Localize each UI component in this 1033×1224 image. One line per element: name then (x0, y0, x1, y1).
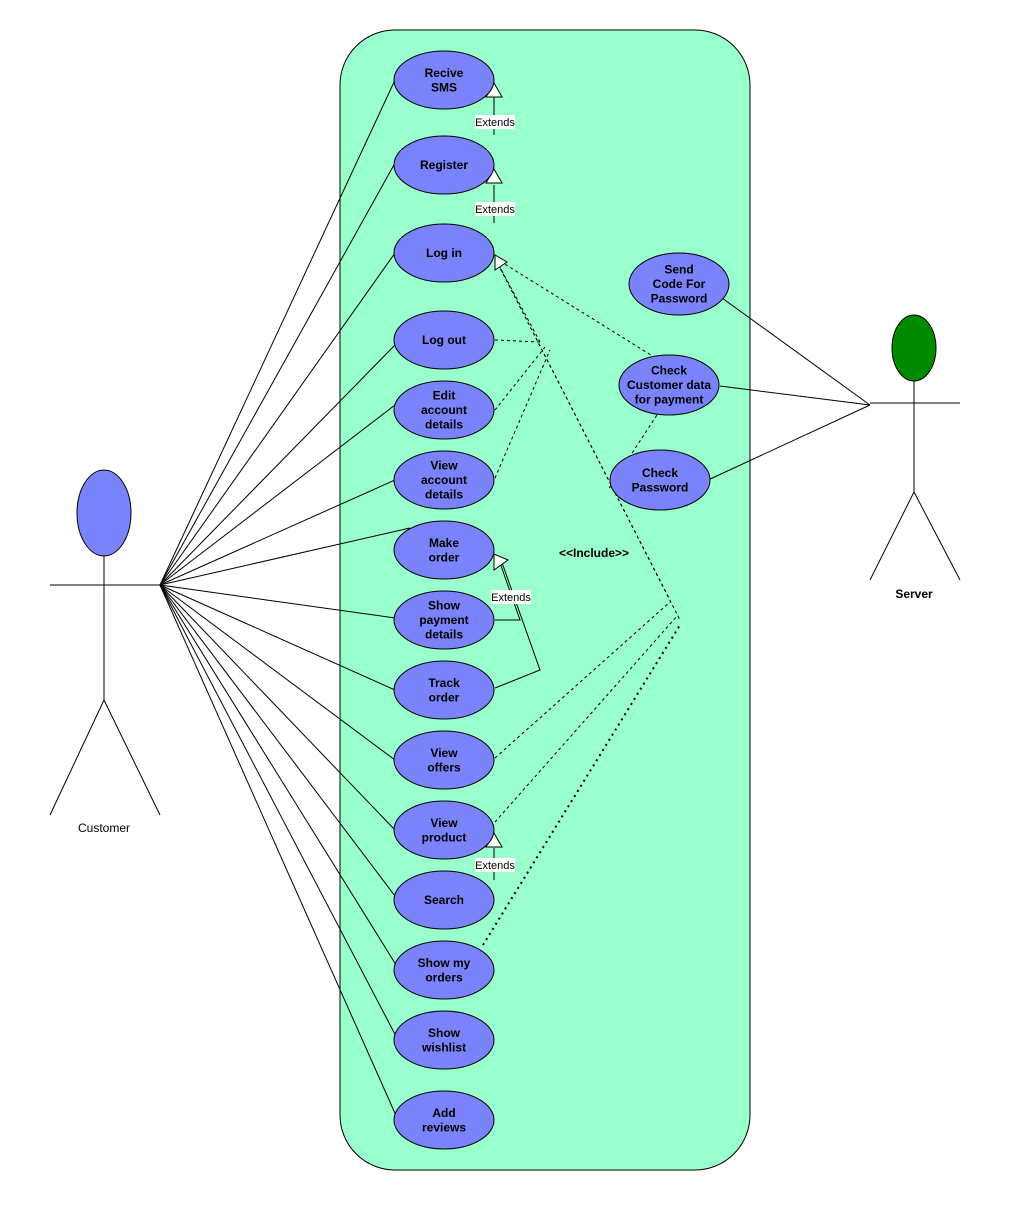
use-case-register[interactable]: Register (393, 135, 495, 195)
server-associations (707, 297, 871, 481)
use-case-label: Show (428, 599, 461, 613)
use-case-label: Send (664, 263, 693, 277)
use-case-ellipse (628, 252, 730, 316)
extends-label: Extends (475, 117, 515, 129)
use-case-label: product (422, 830, 467, 844)
use-case-log-in[interactable]: Log in (393, 223, 495, 283)
relation-labels: Extends Extends Extends Extends <<Includ… (475, 115, 629, 872)
use-case-label: wishlist (421, 1040, 466, 1054)
use-case-ellipse (393, 940, 495, 1000)
include-label: <<Include>> (559, 546, 629, 560)
use-case-log-out[interactable]: Log out (393, 310, 495, 370)
use-case-label: order (429, 690, 460, 704)
server-actor[interactable] (869, 314, 961, 581)
use-case-label: offers (427, 760, 461, 774)
use-case-label: for payment (635, 393, 704, 407)
use-case-ellipse (393, 50, 495, 110)
customer-actor[interactable] (49, 469, 161, 816)
use-case-ellipse (393, 870, 495, 930)
use-case-label: View (430, 459, 458, 473)
use-case-label: SMS (431, 80, 457, 94)
use-case-ellipse (393, 310, 495, 370)
use-case-label: Log in (426, 246, 462, 260)
use-case-ellipse (393, 223, 495, 283)
use-case-label: Add (432, 1106, 455, 1120)
customer-associations (159, 79, 411, 1121)
use-case-label: reviews (422, 1120, 466, 1134)
use-case-ellipse (393, 380, 495, 440)
extends-label: Extends (491, 592, 531, 604)
use-case-ellipse (393, 660, 495, 720)
extends-label: Extends (475, 204, 515, 216)
extends-label: Extends (475, 860, 515, 872)
customer-head (76, 469, 132, 557)
use-case-label: Show (428, 1026, 461, 1040)
include-relation-orders (482, 624, 681, 946)
use-case-label: payment (419, 613, 468, 627)
use-case-label: details (425, 418, 463, 432)
use-case-label: Customer data (627, 378, 711, 392)
use-case-ellipse (393, 135, 495, 195)
use-case-ellipse (393, 730, 495, 790)
use-case-label: Recive (425, 66, 464, 80)
use-case-ellipse (393, 450, 495, 510)
use-case-label: View (430, 746, 458, 760)
use-case-label: orders (425, 970, 463, 984)
use-case-ellipse (393, 590, 495, 650)
use-case-ellipse (393, 800, 495, 860)
use-case-ellipse (609, 449, 711, 511)
use-case-label: Edit (433, 389, 456, 403)
use-case-label: details (425, 628, 463, 642)
use-case-label: Show my (418, 956, 471, 970)
use-case-label: Check (651, 364, 687, 378)
use-case-label: Check (642, 466, 678, 480)
use-case-ellipse (618, 354, 720, 416)
use-case-label: Register (420, 158, 468, 172)
use-case-label: details (425, 488, 463, 502)
use-case-label: Code For (653, 277, 706, 291)
use-case-ellipse (393, 1010, 495, 1070)
use-case-label: Make (429, 536, 459, 550)
customer-label: Customer (78, 821, 130, 835)
use-case-label: Track (428, 676, 460, 690)
system-boundary (339, 29, 751, 1171)
use-case-ellipse (393, 1090, 495, 1150)
use-case-label: Password (651, 292, 708, 306)
use-case-label: order (429, 550, 460, 564)
use-case-ellipse (393, 520, 495, 580)
use-case-search[interactable]: Search (393, 870, 495, 930)
server-head (891, 314, 937, 382)
use-case-label: View (430, 816, 458, 830)
use-case-label: Password (632, 480, 689, 494)
use-case-label: account (421, 473, 467, 487)
use-case-label: Log out (422, 333, 466, 347)
use-case-label: account (421, 403, 467, 417)
use-case-label: Search (424, 893, 464, 907)
server-label: Server (895, 587, 933, 601)
